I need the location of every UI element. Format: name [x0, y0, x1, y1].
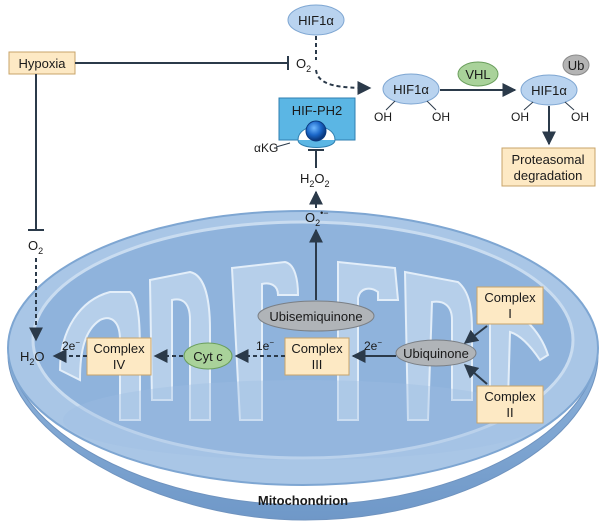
- hif1a-hydroxylated: HIF1α OH OH: [374, 73, 450, 124]
- complex-iii-box: Complex III: [284, 337, 350, 376]
- complex-i-box: Complex I: [476, 286, 544, 325]
- cytochrome-c: Cyt c: [183, 342, 233, 370]
- complex-iv-box: Complex IV: [86, 337, 152, 376]
- hif1a-ubiquitinated: HIF1α Ub OH OH: [511, 54, 590, 124]
- hif1a-top-label: HIF1α: [298, 13, 334, 28]
- arrow-complex-i-to-ubiquinone: [463, 325, 488, 344]
- complex-ii-line2: II: [506, 405, 513, 420]
- complex-iii-line2: III: [312, 357, 323, 372]
- o2-left-label: O2: [28, 238, 43, 256]
- oh-right-2: OH: [571, 110, 589, 124]
- vhl-oval: VHL: [457, 61, 499, 87]
- vhl-label: VHL: [465, 67, 490, 82]
- cytc-label: Cyt c: [193, 349, 223, 364]
- complex-iii-line1: Complex: [291, 341, 343, 356]
- hif-ph2-label: HIF-PH2: [292, 103, 343, 118]
- complex-ii-line1: Complex: [484, 389, 536, 404]
- akg-label: αKG: [254, 141, 278, 155]
- o2-top-label: O2: [296, 56, 311, 74]
- akg-connector: [275, 142, 291, 148]
- ubiquinone: Ubiquinone: [395, 339, 477, 367]
- ubiquinone-label: Ubiquinone: [403, 346, 469, 361]
- e1-label: 1e−: [256, 338, 274, 353]
- complex-i-line1: Complex: [484, 290, 536, 305]
- complex-iv-line2: IV: [113, 357, 126, 372]
- complex-ii-box: Complex II: [476, 385, 544, 424]
- hif1a-mid-label: HIF1α: [393, 82, 429, 97]
- h2o2-label: H2O2: [300, 171, 330, 189]
- ubisemiquinone: Ubisemiquinone: [257, 300, 375, 332]
- proteasomal-line1: Proteasomal: [512, 152, 585, 167]
- ubisemiquinone-label: Ubisemiquinone: [269, 309, 362, 324]
- complex-i-line2: I: [508, 306, 512, 321]
- hif-dash-to-hydroxylated: [315, 69, 372, 95]
- proteasomal-line2: degradation: [514, 168, 583, 183]
- h2o-label: H2O: [20, 349, 45, 367]
- oh-left-1: OH: [374, 110, 392, 124]
- hif-ph2-enzyme: HIF-PH2: [278, 97, 356, 148]
- complex-iv-line1: Complex: [93, 341, 145, 356]
- e2-label-left: 2e−: [62, 338, 80, 353]
- hypoxia-box: Hypoxia: [8, 51, 76, 75]
- e2-label-right: 2e−: [364, 338, 382, 353]
- hypoxia-label: Hypoxia: [19, 56, 67, 71]
- mitochondrion-label: Mitochondrion: [258, 493, 348, 508]
- ub-label: Ub: [568, 58, 585, 73]
- hif1a-right-label: HIF1α: [531, 83, 567, 98]
- arrow-complex-ii-to-ubiquinone: [463, 364, 488, 385]
- proteasomal-degradation-box: Proteasomal degradation: [501, 147, 596, 187]
- superoxide-label: O2•−: [305, 208, 329, 228]
- hif1a-top: HIF1α: [287, 4, 345, 36]
- oh-right-1: OH: [432, 110, 450, 124]
- oh-left-2: OH: [511, 110, 529, 124]
